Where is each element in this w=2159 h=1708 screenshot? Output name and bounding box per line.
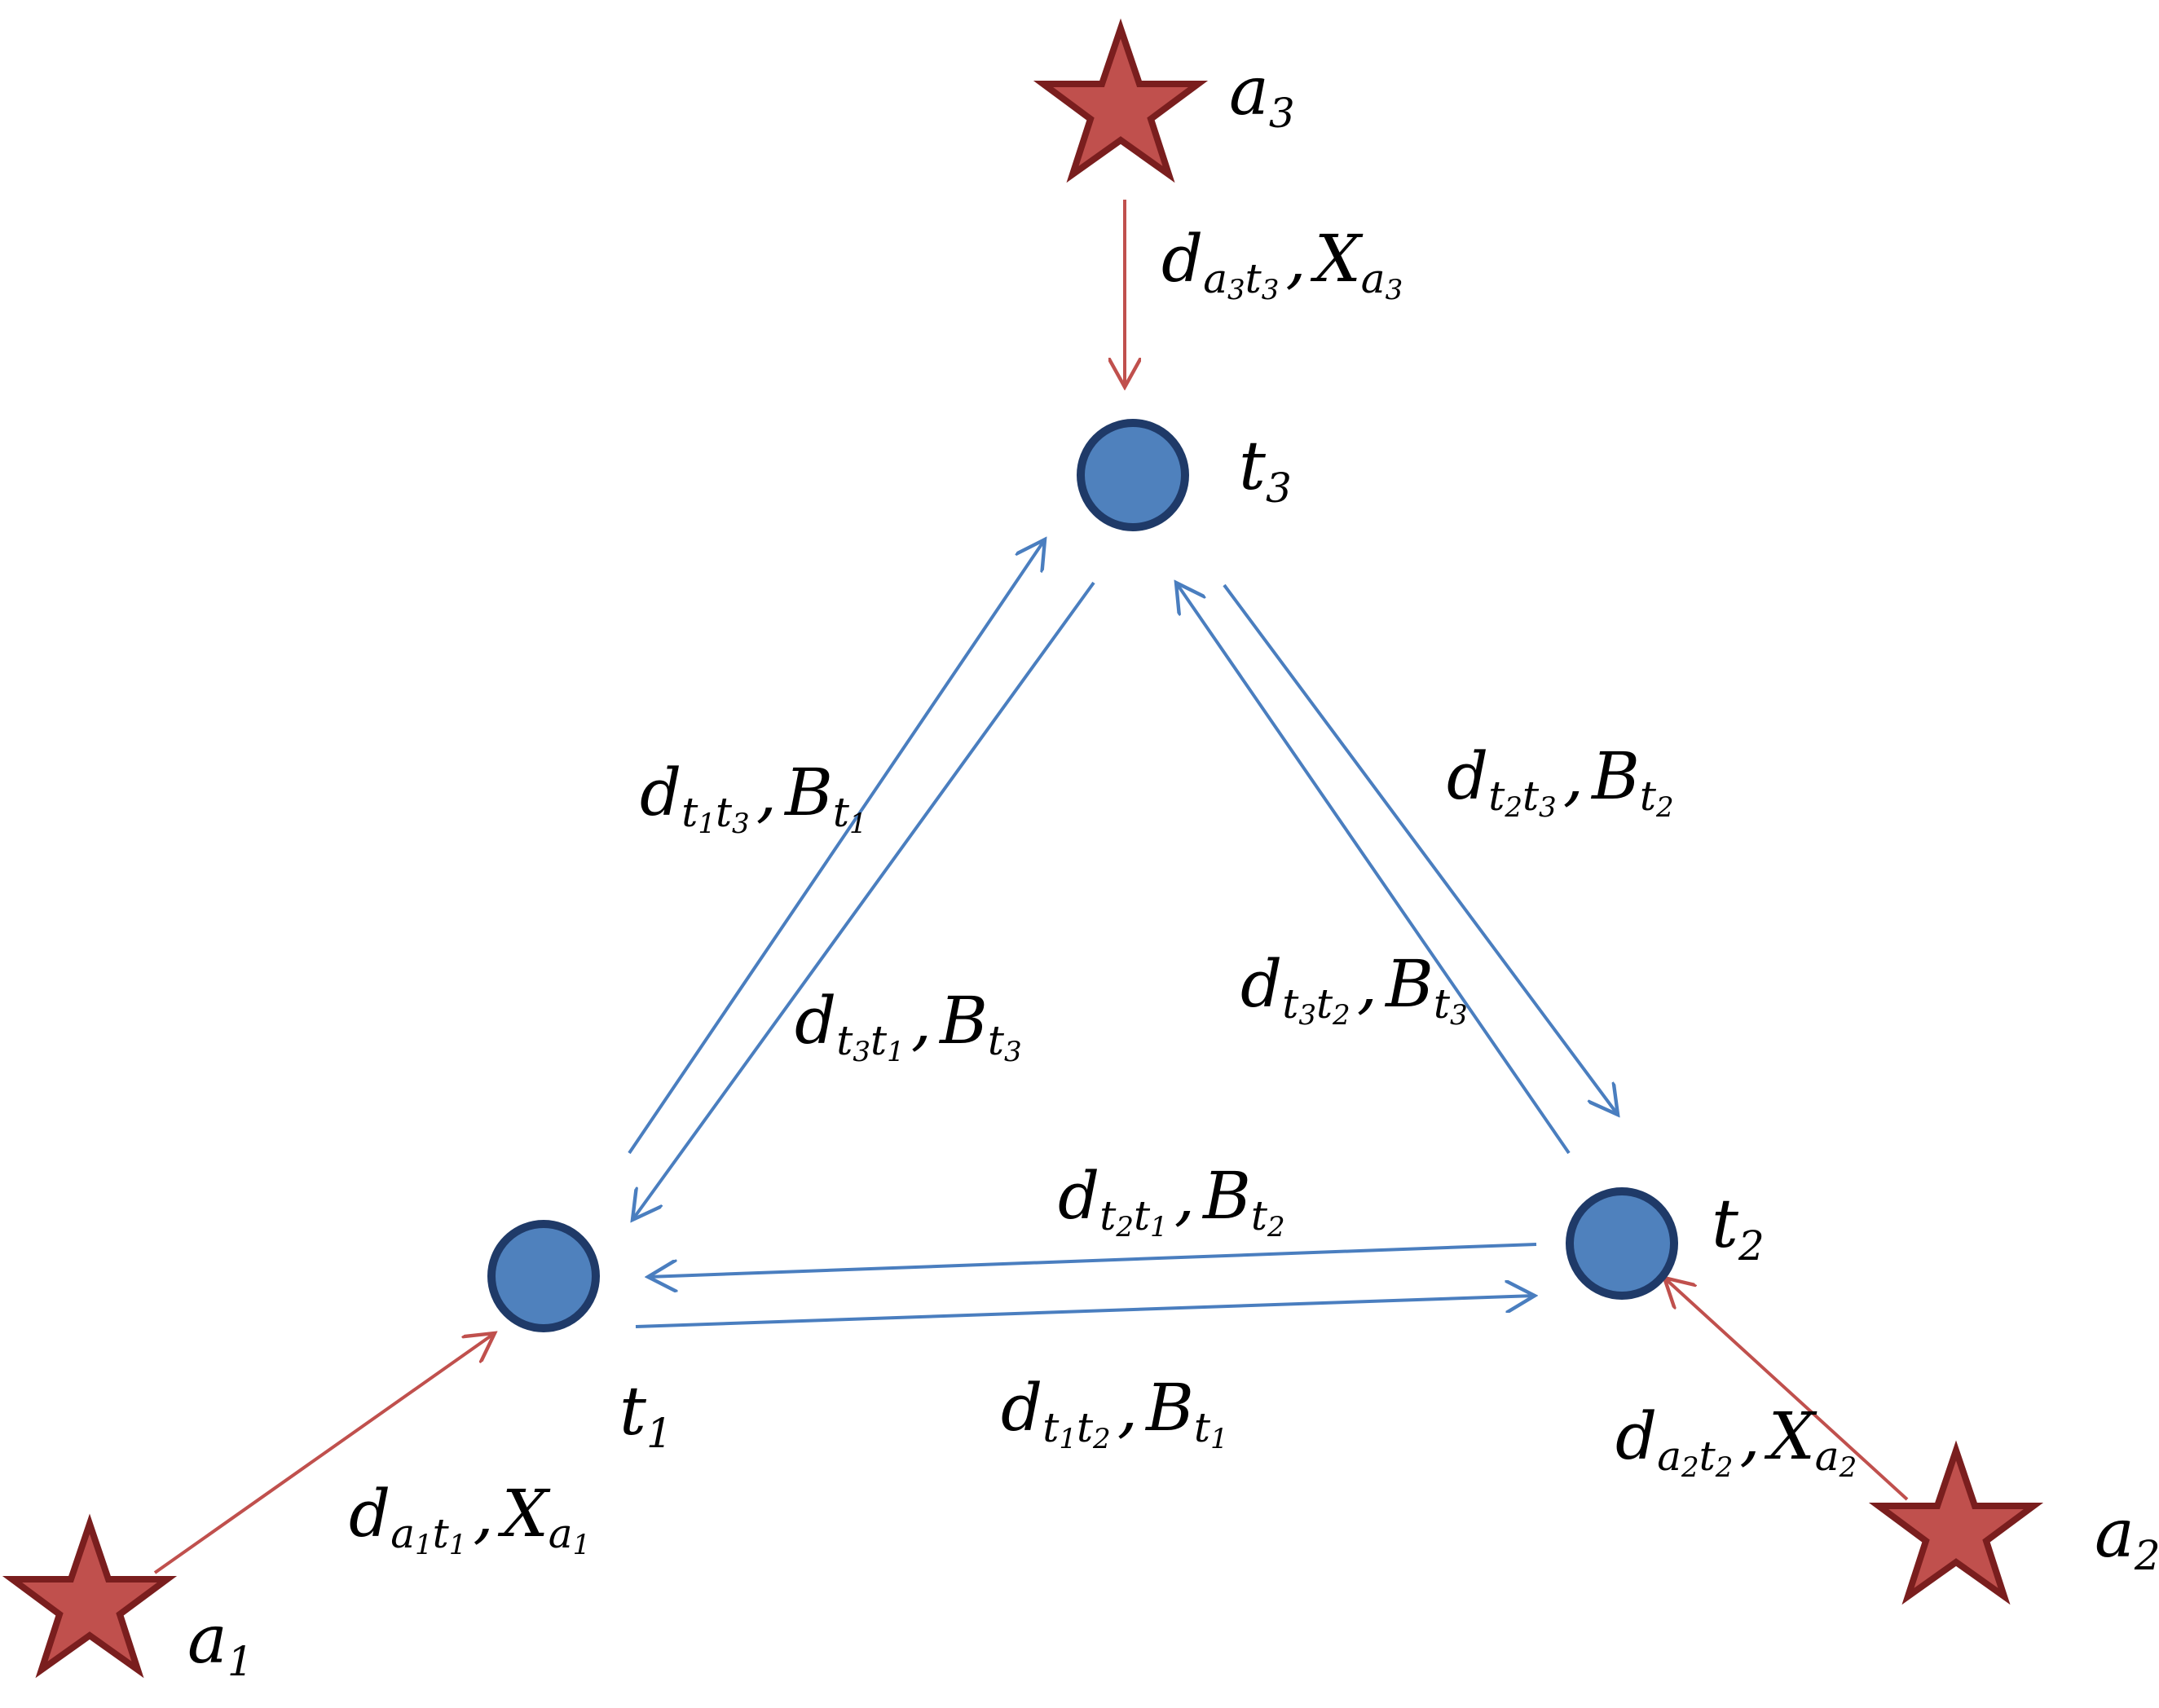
arrow-t3-to-t2 <box>1223 583 1618 1115</box>
label-a3: a3 <box>1229 53 1295 137</box>
edge-label-t3-t2: dt3t2,Bt3 <box>1240 946 1468 1032</box>
arrow-t1-to-t3 <box>628 539 1045 1155</box>
star-icon <box>2 1513 178 1679</box>
edge-label-a3-t3: da3t3,Xa3 <box>1161 221 1403 306</box>
target-node-t3 <box>1077 419 1189 531</box>
edge-label-t3-t1: dt3t1,Bt3 <box>795 983 1022 1068</box>
arrow-t2-to-t3 <box>1176 583 1571 1155</box>
edge-label-a2-t2: da2t2,Xa2 <box>1615 1398 1857 1484</box>
edge-labels: da3t3,Xa3 dt1t3,Bt1 dt3t1,Bt3 dt2t3,Bt2 … <box>349 221 1857 1561</box>
star-icon <box>1033 18 1209 183</box>
star-icon <box>1868 1440 2044 1605</box>
arrow-t3-to-t1 <box>632 581 1095 1220</box>
label-t2: t2 <box>1712 1186 1765 1270</box>
edges <box>153 200 1909 1574</box>
arrow-t1-to-t2 <box>635 1296 1535 1328</box>
arrow-t2-to-t1 <box>648 1243 1537 1277</box>
target-node-t1 <box>487 1220 600 1332</box>
target-nodes <box>487 419 1678 1332</box>
edge-label-a1-t1: da1t1,Xa1 <box>349 1476 590 1561</box>
label-a1: a1 <box>187 1601 253 1685</box>
edge-label-t2-t3: dt2t3,Bt2 <box>1447 738 1674 824</box>
edge-label-t2-t1: dt2t1,Bt2 <box>1058 1158 1285 1244</box>
arrow-a2-to-t2 <box>1664 1278 1909 1501</box>
label-a2: a2 <box>2095 1495 2159 1579</box>
target-node-t2 <box>1566 1187 1678 1300</box>
arrow-a1-to-t1 <box>153 1333 495 1574</box>
node-labels: a3 t3 t1 t2 a1 a2 <box>187 53 2159 1685</box>
label-t3: t3 <box>1239 428 1292 512</box>
label-t1: t1 <box>619 1373 672 1457</box>
edge-label-t1-t2: dt1t2,Bt1 <box>1001 1370 1228 1455</box>
attacker-nodes <box>2 18 2044 1679</box>
edge-label-t1-t3: dt1t3,Bt1 <box>640 755 867 840</box>
